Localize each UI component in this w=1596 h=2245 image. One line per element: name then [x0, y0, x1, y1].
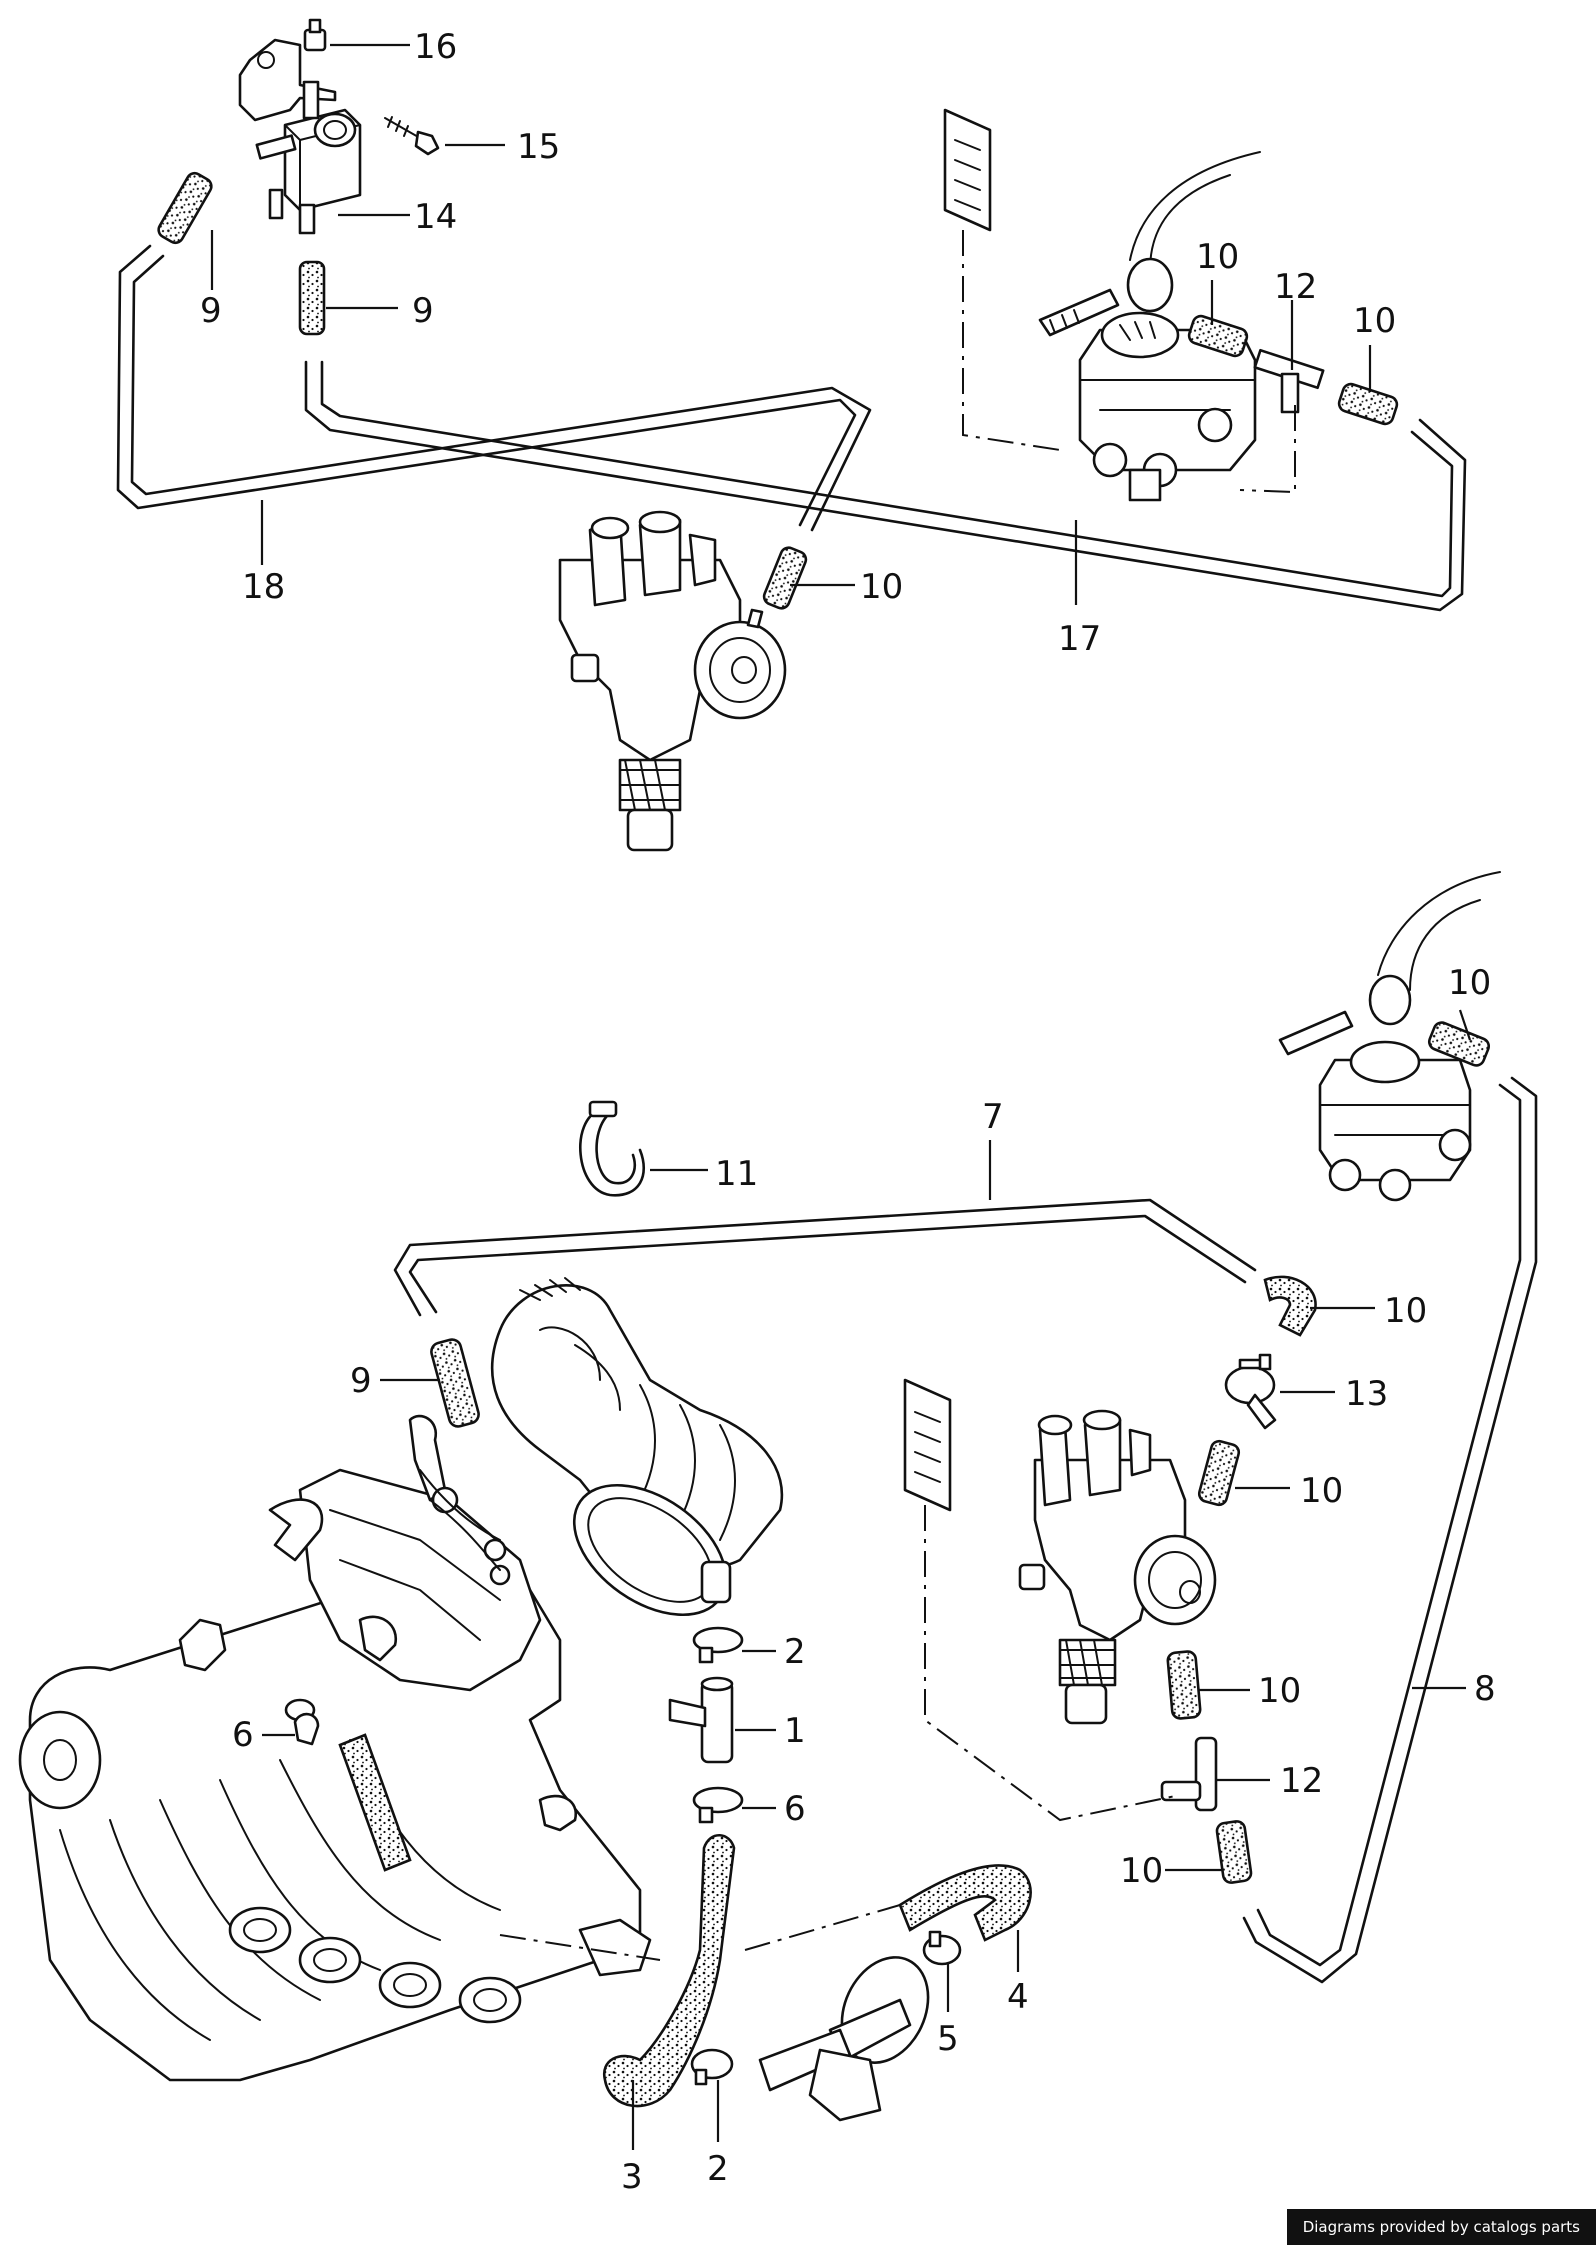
t-piece-12-upper	[1253, 348, 1325, 414]
dash-line-lower	[903, 1378, 1181, 1822]
label-12-lower: 12	[1280, 1761, 1323, 1801]
master-cylinder-lower	[1278, 871, 1501, 1202]
label-10-distributor-upper: 10	[860, 567, 903, 607]
screw-15	[384, 116, 440, 156]
label-10-lowest: 10	[1120, 1851, 1163, 1891]
pipe-7-edge	[408, 1214, 1247, 1314]
hose-9-lower	[430, 1338, 480, 1428]
clamp-5	[922, 1930, 962, 1966]
label-10-mc-upper-right: 10	[1353, 301, 1396, 341]
label-17: 17	[1058, 619, 1101, 659]
t-piece-1	[668, 1676, 734, 1764]
label-18: 18	[242, 567, 285, 607]
hose-10-elbow	[1263, 1275, 1317, 1337]
solenoid-valve-14	[238, 38, 362, 235]
pipe-18-edge	[130, 254, 872, 532]
hose-4	[898, 1864, 1032, 1942]
label-11: 11	[715, 1154, 758, 1194]
clamp-11	[579, 1100, 645, 1197]
vacuum-unit-lower	[758, 1956, 930, 2122]
label-10-below-distributor: 10	[1258, 1671, 1301, 1711]
cap-16	[303, 18, 327, 52]
pipe-8	[1256, 1083, 1522, 1967]
pipe-17	[304, 360, 1467, 612]
hose-10-upper-mc-right	[1337, 382, 1399, 426]
label-5: 5	[937, 2019, 959, 2059]
label-6-manifold: 6	[232, 1715, 254, 1755]
label-12-upper: 12	[1274, 267, 1317, 307]
clamp-6-manifold	[293, 1712, 320, 1746]
hose-10-below-distributor	[1166, 1650, 1202, 1720]
label-10-below-13: 10	[1300, 1471, 1343, 1511]
hose-9-upper-left	[157, 171, 213, 245]
label-9-lower: 9	[350, 1361, 372, 1401]
hose-10-upper-mc-left	[1187, 314, 1249, 358]
intake-manifold	[18, 1414, 652, 2082]
label-2-upper: 2	[784, 1632, 806, 1672]
hose-9-upper-right	[298, 260, 326, 336]
hose-10-lowest	[1215, 1820, 1253, 1884]
label-13: 13	[1345, 1374, 1388, 1414]
credit-badge: Diagrams provided by catalogs parts	[1286, 2209, 1596, 2245]
label-1: 1	[784, 1711, 806, 1751]
hose-10-below-13	[1197, 1439, 1241, 1507]
dash-line-upper	[943, 108, 1296, 494]
leader-lines	[210, 43, 1472, 2150]
pipe-18	[116, 244, 857, 527]
label-9-upper-left: 9	[200, 291, 222, 331]
pipe-17-edge	[320, 360, 1454, 598]
distributor-upper	[558, 510, 787, 852]
label-10-mc-upper-left: 10	[1196, 237, 1239, 277]
label-3: 3	[621, 2157, 643, 2197]
label-6-lower: 6	[784, 1789, 806, 1829]
hose-10-upper-distributor	[762, 546, 808, 610]
clamp-2-lower	[690, 2048, 734, 2086]
label-10-elbow: 10	[1384, 1291, 1427, 1331]
pipe-7	[393, 1198, 1257, 1317]
clamp-6-lower	[692, 1786, 744, 1824]
air-intake-boot	[490, 1277, 784, 1617]
label-14: 14	[414, 197, 457, 237]
distributor-lower	[1018, 1409, 1217, 1725]
clamp-2-upper	[692, 1626, 744, 1664]
label-16: 16	[414, 27, 457, 67]
label-2-lower: 2	[707, 2149, 729, 2189]
callout-labels: 16 15 14 9 9 18 10 17 10 12 10 10 7 11 1…	[200, 27, 1496, 2197]
label-4: 4	[1007, 1977, 1029, 2017]
label-9-upper-right: 9	[412, 291, 434, 331]
hose-10-lower-mc	[1427, 1021, 1491, 1067]
label-10-mc-lower: 10	[1448, 963, 1491, 1003]
dash-line-hoses	[499, 1904, 901, 1961]
t-piece-12-lower	[1160, 1736, 1218, 1812]
master-cylinder-upper	[1038, 151, 1261, 502]
hose-3	[602, 1833, 736, 2108]
label-7: 7	[982, 1097, 1004, 1137]
vacuum-valve-13	[1224, 1353, 1277, 1430]
pipe-8-edge	[1242, 1076, 1538, 1984]
label-15: 15	[517, 127, 560, 167]
label-8: 8	[1474, 1669, 1496, 1709]
